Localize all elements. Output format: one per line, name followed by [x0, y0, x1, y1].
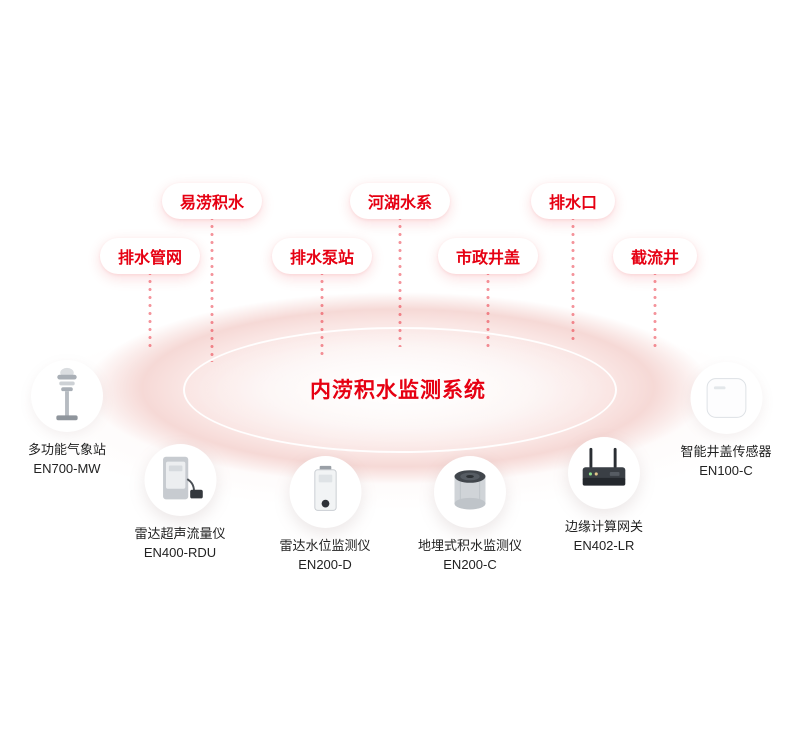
- device-edge-gateway: 边缘计算网关 EN402-LR: [565, 437, 643, 553]
- device-model: EN200-C: [443, 557, 497, 572]
- device-model: EN700-MW: [33, 461, 101, 476]
- connector-line: [210, 217, 214, 362]
- device-model: EN402-LR: [573, 538, 635, 553]
- category-pill-flood-prone-water: 易涝积水: [161, 183, 263, 219]
- inner-ellipse-ring: [183, 327, 617, 453]
- system-title: 内涝积水监测系统: [310, 379, 486, 402]
- category-pill-river-lake: 河湖水系: [349, 183, 451, 219]
- buried-water-monitor-icon: [433, 456, 506, 528]
- manhole-sensor-icon: [689, 362, 762, 434]
- category-label: 排水泵站: [289, 250, 355, 267]
- category-label: 截流井: [630, 250, 680, 267]
- edge-gateway-icon: [567, 437, 640, 509]
- connector-line: [653, 272, 657, 352]
- device-flow-meter: 雷达超声流量仪 EN400-RDU: [134, 444, 226, 560]
- category-pill-pump-station: 排水泵站: [271, 238, 373, 274]
- category-label: 易涝积水: [179, 195, 245, 212]
- connector-line: [398, 217, 402, 347]
- device-name: 地埋式积水监测仪: [417, 538, 523, 553]
- category-label: 市政井盖: [455, 250, 521, 267]
- device-name: 边缘计算网关: [564, 519, 644, 534]
- device-name: 多功能气象站: [27, 442, 107, 457]
- weather-station-icon: [30, 360, 103, 432]
- category-label: 河湖水系: [367, 195, 433, 212]
- connector-line: [320, 272, 324, 357]
- connector-line: [148, 272, 152, 352]
- water-level-monitor-icon: [288, 456, 361, 528]
- device-model: EN100-C: [699, 463, 753, 478]
- device-name: 智能井盖传感器: [680, 444, 772, 459]
- category-pill-drainage-network: 排水管网: [99, 238, 201, 274]
- connector-line: [571, 217, 575, 342]
- device-manhole-sensor: 智能井盖传感器 EN100-C: [680, 362, 772, 478]
- category-label: 排水口: [548, 195, 598, 212]
- category-pill-outfall: 排水口: [530, 183, 616, 219]
- device-model: EN200-D: [298, 557, 352, 572]
- device-buried-water-monitor: 地埋式积水监测仪 EN200-C: [418, 456, 522, 572]
- device-weather-station: 多功能气象站 EN700-MW: [28, 360, 106, 476]
- device-model: EN400-RDU: [143, 545, 217, 560]
- category-label: 排水管网: [117, 250, 183, 267]
- device-name: 雷达水位监测仪: [279, 538, 371, 553]
- flow-meter-icon: [143, 444, 216, 516]
- connector-line: [486, 272, 490, 352]
- category-pill-intercepting-well: 截流井: [612, 238, 698, 274]
- category-pill-municipal-manhole: 市政井盖: [437, 238, 539, 274]
- device-water-level-monitor: 雷达水位监测仪 EN200-D: [279, 456, 371, 572]
- device-name: 雷达超声流量仪: [134, 526, 226, 541]
